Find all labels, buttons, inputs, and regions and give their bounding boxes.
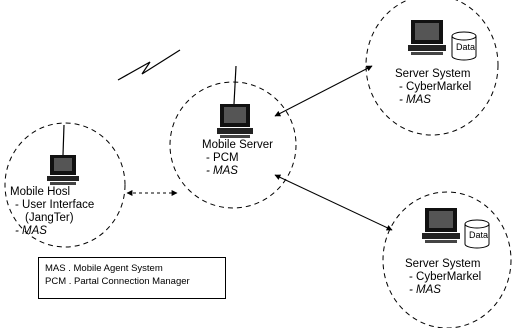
server-system-2-item: - CyberMarkel bbox=[409, 271, 482, 283]
mobile-host-antenna bbox=[62, 124, 65, 156]
server-system-1-label: Server System - CyberMarkel - MAS bbox=[395, 68, 471, 107]
mobile-server-label: Mobile Server - PCM - MAS bbox=[202, 139, 273, 178]
mobile-host-computer-icon bbox=[47, 155, 79, 185]
wireless-signal-icon bbox=[117, 49, 181, 81]
server-system-1-item: - CyberMarkel bbox=[399, 81, 472, 93]
server-system-2-boundary bbox=[382, 191, 512, 328]
legend-entry-pcm: PCM . Partal Connection Manager bbox=[45, 276, 190, 287]
server-system-2-item: - MAS bbox=[409, 284, 441, 296]
mobile-host-boundary bbox=[4, 122, 126, 248]
server-system-2-database-icon bbox=[464, 219, 490, 249]
server-system-1-computer-icon bbox=[408, 20, 446, 55]
mobile-host-label: Mobile Hosl - User Interface (JangTer) -… bbox=[10, 186, 94, 238]
server-system1-link bbox=[274, 65, 373, 117]
mobile-host-item: (JangTer) bbox=[25, 212, 74, 224]
mobile-host-title: Mobile Hosl bbox=[10, 186, 71, 198]
server-system-1-database-icon bbox=[451, 31, 477, 61]
mobile-server-item: - MAS bbox=[206, 165, 238, 177]
server-system-2-label: Server System - CyberMarkel - MAS bbox=[405, 258, 481, 297]
server-system2-link bbox=[274, 174, 393, 231]
mobile-server-computer-icon bbox=[217, 104, 253, 138]
mobile-server-antenna bbox=[233, 65, 237, 105]
mobile-host-item: - User Interface bbox=[15, 199, 95, 211]
mobile-host-item: - MAS bbox=[15, 225, 47, 237]
server-system-2-db-label: Data bbox=[469, 230, 488, 240]
mobile-server-title: Mobile Server bbox=[202, 139, 273, 151]
mobile-server-item: - PCM bbox=[206, 152, 239, 164]
server-system-1-title: Server System bbox=[395, 68, 471, 80]
server-system-2-computer-icon bbox=[422, 208, 460, 243]
server-system-2-title: Server System bbox=[405, 258, 481, 270]
server-system-1-db-label: Data bbox=[456, 42, 475, 52]
mobile-server-boundary bbox=[169, 81, 297, 209]
server-system-1-item: - MAS bbox=[399, 94, 431, 106]
server-system-1-boundary bbox=[365, 0, 499, 136]
legend-box: MAS . Mobile Agent System PCM . Partal C… bbox=[38, 257, 226, 299]
legend-entry-mas: MAS . Mobile Agent System bbox=[45, 263, 163, 274]
